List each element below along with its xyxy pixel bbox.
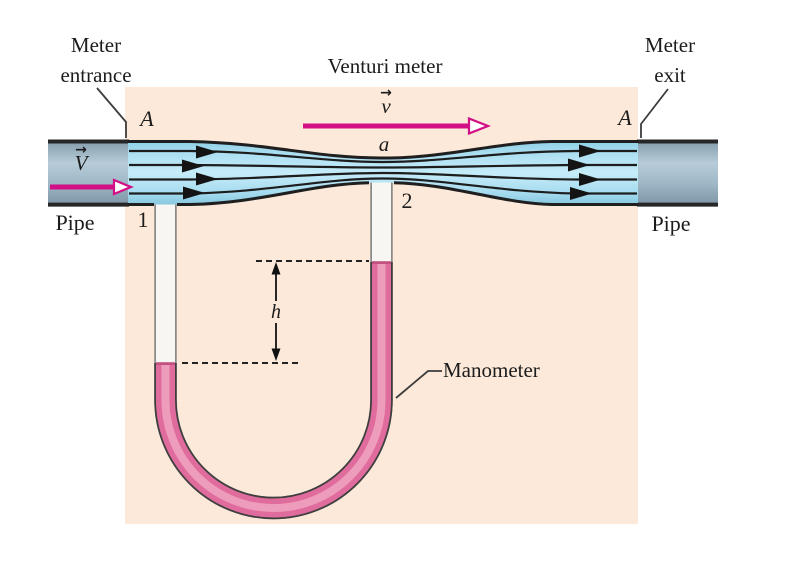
manometer-tube-outline <box>154 179 393 520</box>
venturi-wall-top <box>128 140 638 160</box>
throat-velocity-symbol: v <box>381 94 391 118</box>
venturi-wall-bottom-right <box>393 181 638 206</box>
pipe-left-walls <box>48 139 129 207</box>
streamline-1 <box>129 149 637 164</box>
station-2-label: 2 <box>401 188 413 213</box>
pipe-left-body <box>48 139 129 207</box>
manometer-u-tube <box>154 179 393 520</box>
streamline-arrowheads-left <box>182 145 218 200</box>
meter-entrance-label: Meter entrance <box>60 30 131 90</box>
area-throat-label: a <box>378 132 390 156</box>
pipe-right-walls <box>637 139 718 207</box>
pipes <box>48 139 718 207</box>
meter-exit-line2: exit <box>654 63 686 87</box>
vector-arrow-icon: → <box>380 85 392 101</box>
velocity-arrows <box>50 116 491 196</box>
venturi-wall-bottom-mid <box>177 181 370 206</box>
pipe-right-label: Pipe <box>651 211 691 236</box>
leader-lines <box>96 87 669 399</box>
vector-arrow-icon: → <box>75 142 87 158</box>
manometer-label: Manometer <box>443 358 540 382</box>
streamline-2 <box>129 163 637 169</box>
manometer-tube-empty <box>156 179 391 518</box>
throat-velocity-arrow-head <box>467 116 491 136</box>
pipe-left-label: Pipe <box>55 210 95 235</box>
throat-velocity-vector-label: → v <box>380 85 392 118</box>
pipe-velocity-arrow-head <box>112 178 134 196</box>
manometer-leader <box>395 370 442 399</box>
area-exit-label: A <box>618 105 632 130</box>
h-arrow-down <box>271 348 281 361</box>
height-h-label: h <box>267 301 285 323</box>
streamlines <box>129 144 637 200</box>
mercury-level-left <box>156 362 175 365</box>
h-arrow-up <box>271 262 281 275</box>
meter-exit-line1: Meter <box>644 33 696 57</box>
pipe-velocity-vector-label: → V <box>74 142 88 175</box>
streamline-arrowheads-right <box>568 144 601 200</box>
mercury-highlight <box>161 262 386 512</box>
meter-exit-leader <box>640 88 669 138</box>
mercury-level-right <box>372 261 391 264</box>
area-entrance-label: A <box>140 106 154 131</box>
station-1-label: 1 <box>137 207 149 232</box>
meter-entrance-line1: Meter <box>70 33 122 57</box>
pipe-right-body <box>637 139 718 207</box>
meter-exit-label: Meter exit <box>645 30 695 90</box>
meter-entrance-leader <box>96 87 127 138</box>
streamline-3 <box>129 171 637 181</box>
meter-entrance-line2: entrance <box>60 63 132 87</box>
pipe-velocity-symbol: V <box>74 151 88 175</box>
streamline-4 <box>129 177 637 195</box>
mercury-column <box>156 262 391 518</box>
venturi-meter-label: Venturi meter <box>327 54 443 78</box>
